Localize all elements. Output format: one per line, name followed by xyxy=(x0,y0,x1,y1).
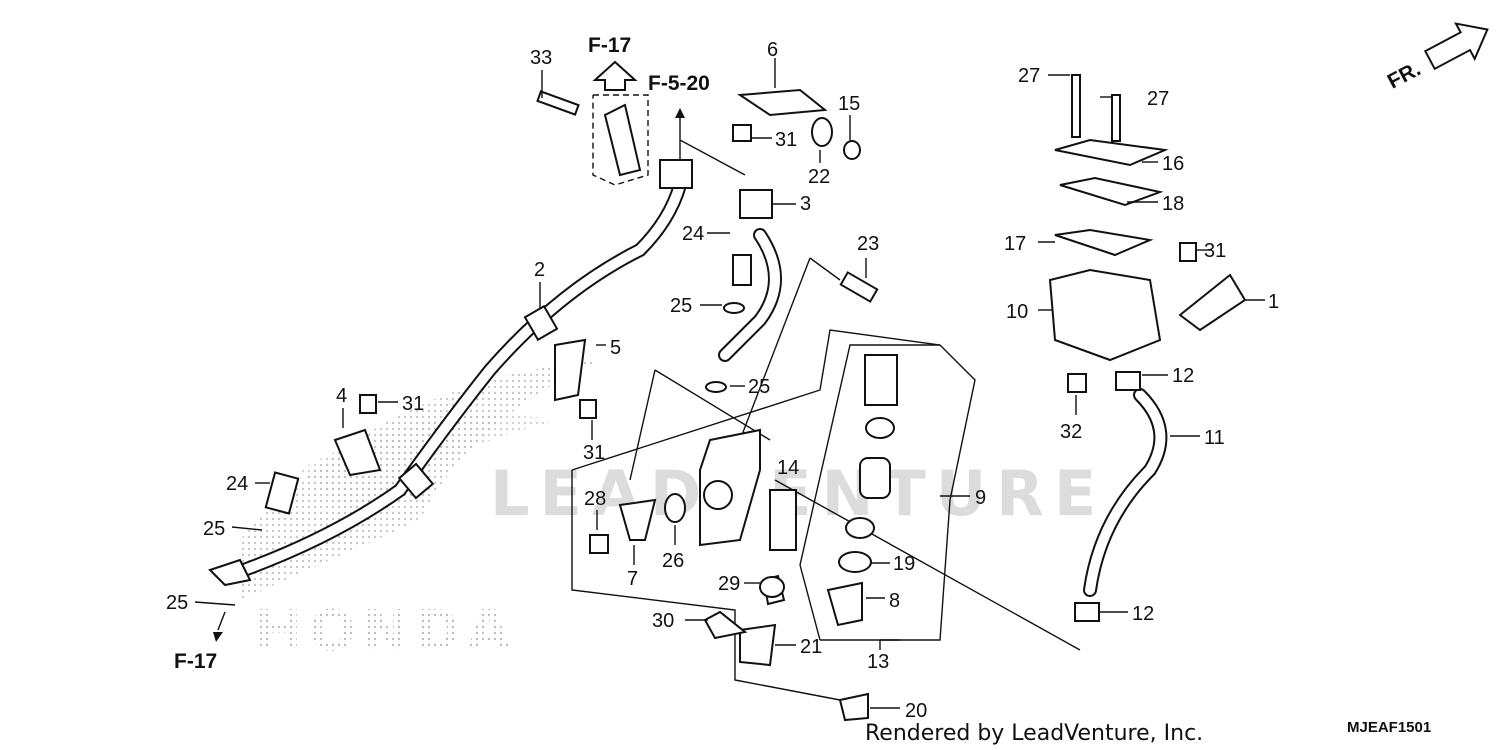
callout-27-right: 27 xyxy=(1147,88,1169,110)
front-direction-arrow-icon: FR. xyxy=(1384,22,1489,94)
leader-hose-7 xyxy=(629,369,656,481)
group-line-13 xyxy=(799,564,821,641)
fr-label: FR. xyxy=(1384,57,1425,93)
callout-13: 13 xyxy=(867,651,889,673)
bracket-6 xyxy=(737,88,828,117)
callout-numbers: 1 2 3 4 5 6 7 8 9 10 11 12 12 14 15 16 1… xyxy=(166,39,1279,722)
callout-20: 20 xyxy=(905,700,927,722)
callout-12-top: 12 xyxy=(1172,365,1194,387)
clip-bracket xyxy=(603,103,642,177)
diaphragm-17 xyxy=(1054,228,1154,257)
leader-hose-body xyxy=(654,369,771,441)
callout-10: 10 xyxy=(1006,301,1028,323)
callout-23: 23 xyxy=(857,233,879,255)
callout-32: 32 xyxy=(1060,421,1082,443)
diagram-code: MJEAF1501 xyxy=(1347,719,1431,736)
leader-23 xyxy=(809,257,841,281)
callout-12-bottom: 12 xyxy=(1132,603,1154,625)
brake-hose-main xyxy=(223,178,687,582)
cylinder-port xyxy=(703,480,733,510)
callout-31-c: 31 xyxy=(583,442,605,464)
callout-26: 26 xyxy=(662,550,684,572)
callout-31-a: 31 xyxy=(775,129,797,151)
callout-25-d: 25 xyxy=(166,592,188,614)
footer-credit: Rendered by LeadVenture, Inc. xyxy=(865,721,1203,746)
callout-24-left: 24 xyxy=(226,473,248,495)
callout-8: 8 xyxy=(889,590,900,612)
joint-block-3 xyxy=(739,189,773,219)
callout-27-left: 27 xyxy=(1018,65,1040,87)
callout-15: 15 xyxy=(838,93,860,115)
callout-25-c: 25 xyxy=(203,518,225,540)
honda-logo-text: HONDA xyxy=(255,599,516,664)
leader-14-12 xyxy=(774,479,1081,651)
up-arrow-icon xyxy=(592,60,638,91)
callout-25-b: 25 xyxy=(748,376,770,398)
leader-3 xyxy=(739,257,811,441)
bracket-1 xyxy=(1178,273,1247,332)
callout-21: 21 xyxy=(800,636,822,658)
ref-f17-bottom: F-17 xyxy=(174,650,217,673)
callout-ticks xyxy=(194,58,1265,709)
group-outline-left xyxy=(571,470,841,701)
callout-16: 16 xyxy=(1162,153,1184,175)
callout-11: 11 xyxy=(1204,427,1225,449)
callout-18: 18 xyxy=(1162,193,1184,215)
callout-4: 4 xyxy=(336,385,347,407)
callout-31-b: 31 xyxy=(402,393,424,415)
ref-f17-top: F-17 xyxy=(588,34,631,57)
group-outline-13 xyxy=(799,344,940,566)
dashed-box-bracket xyxy=(592,94,649,186)
callout-14: 14 xyxy=(777,457,799,479)
callout-3: 3 xyxy=(800,193,811,215)
callout-25-a: 25 xyxy=(670,295,692,317)
callout-17: 17 xyxy=(1004,233,1026,255)
callout-5: 5 xyxy=(610,337,621,359)
reservoir-hose xyxy=(1083,388,1168,597)
brake-hose-secondary xyxy=(718,228,782,362)
callout-28: 28 xyxy=(584,488,606,510)
callout-30: 30 xyxy=(652,610,674,632)
callout-1: 1 xyxy=(1268,291,1279,313)
callout-22: 22 xyxy=(808,166,830,188)
callout-6: 6 xyxy=(767,39,778,61)
group-outline-9 xyxy=(571,329,976,641)
callout-31-d: 31 xyxy=(1204,240,1226,262)
callout-7: 7 xyxy=(627,568,638,590)
hose-joint-7 xyxy=(618,498,657,541)
callout-19: 19 xyxy=(893,553,915,575)
oring-26 xyxy=(664,493,686,523)
arrow-f17-bottom xyxy=(213,632,223,642)
callout-9: 9 xyxy=(975,487,986,509)
callout-33: 33 xyxy=(530,47,552,69)
callout-29: 29 xyxy=(718,573,740,595)
piston-kit xyxy=(762,354,898,627)
ref-f5-20: F-5-20 xyxy=(648,72,710,95)
reservoir-cap-16 xyxy=(1054,138,1169,167)
arrow-f520 xyxy=(675,108,685,118)
diaphragm-plate-18 xyxy=(1059,176,1164,207)
reservoir-10 xyxy=(1048,268,1162,362)
joint-block-2 xyxy=(659,159,693,189)
callout-24-top: 24 xyxy=(682,223,704,245)
fasteners xyxy=(208,74,1197,722)
leader-f520 xyxy=(679,139,746,176)
callout-2: 2 xyxy=(534,259,545,281)
